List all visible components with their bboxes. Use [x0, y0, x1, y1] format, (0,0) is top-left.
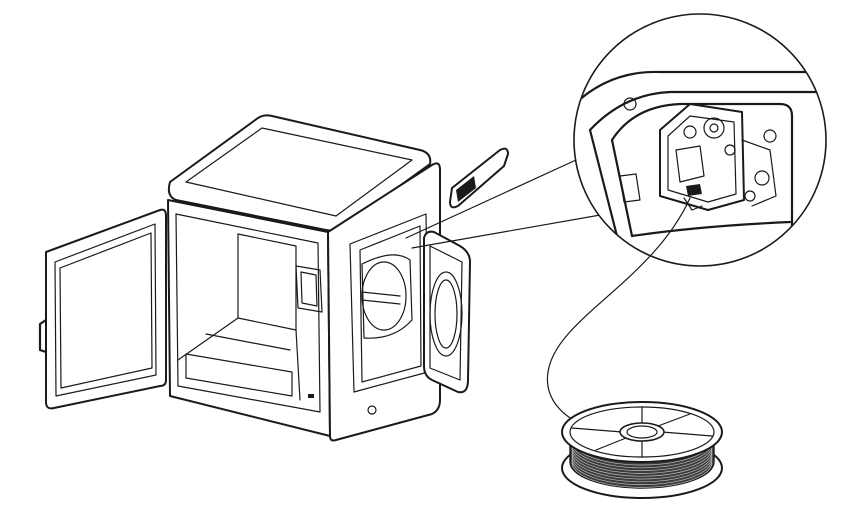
- filament-winding: [571, 448, 713, 474]
- right-door: [423, 230, 471, 394]
- filament-winding: [571, 456, 713, 483]
- filament-winding: [571, 442, 713, 469]
- filament-spool: [561, 401, 723, 499]
- filament-winding: [571, 451, 713, 477]
- extruder: [659, 103, 745, 211]
- filament-winding: [571, 459, 713, 485]
- filament-winding: [571, 453, 713, 480]
- left-door: [38, 208, 167, 410]
- filament-windings: [571, 439, 713, 488]
- side-panel: [449, 147, 509, 209]
- printer-body: [167, 114, 441, 442]
- detail-callout: [573, 13, 827, 267]
- callout-lines: [405, 159, 607, 249]
- filament-winding: [571, 462, 713, 488]
- filament-winding: [571, 445, 713, 471]
